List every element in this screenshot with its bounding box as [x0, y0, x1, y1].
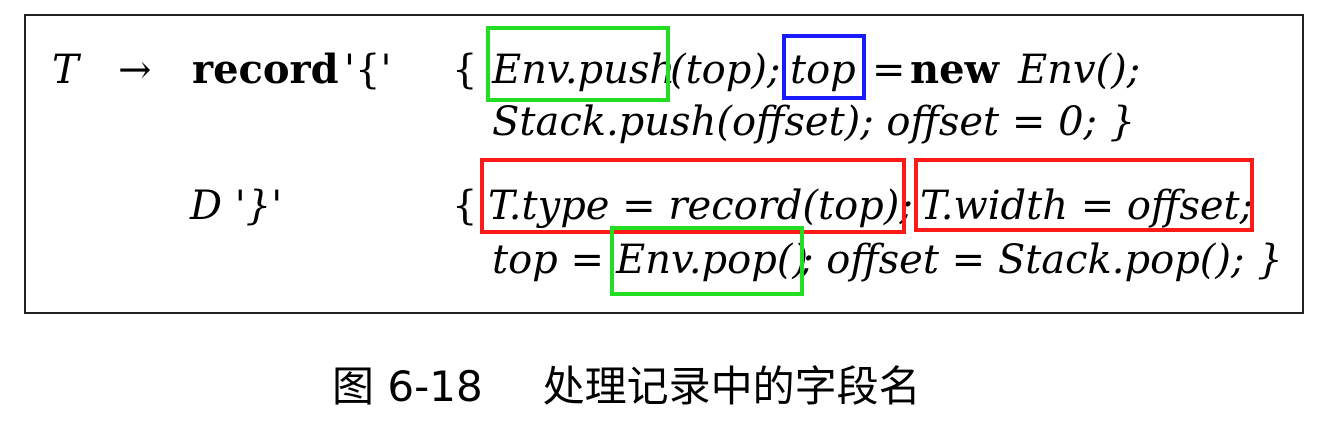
width-assignment: T.width = offset; [920, 183, 1254, 229]
env-constructor: Env(); [1018, 47, 1141, 93]
figure-title: 处理记录中的字段名 [542, 362, 921, 411]
highlight-width-assign [914, 158, 1254, 232]
env-push-call: Env.push [492, 47, 676, 93]
top-assign-prefix: top = [492, 237, 604, 283]
rule2-symbols: D '}' [190, 183, 283, 229]
type-assignment: T.type = record(top); [488, 183, 913, 229]
env-pop-call: Env.pop() [616, 237, 809, 283]
offset-pop-suffix: ; offset = Stack.pop(); } [800, 237, 1283, 283]
highlight-type-assign [480, 158, 906, 234]
nonterminal-T: T [52, 47, 79, 93]
figure-caption: 图 6-18 处理记录中的字段名 [332, 362, 921, 412]
highlight-env-pop [610, 226, 804, 296]
figure-number: 图 6-18 [332, 362, 483, 411]
action2-open-brace: { [452, 183, 478, 229]
keyword-new: new [910, 46, 999, 93]
highlight-top [782, 34, 866, 100]
terminal-open-brace: '{' [344, 47, 392, 93]
production-arrow: → [118, 47, 152, 93]
production-box [24, 14, 1304, 314]
top-variable: top [790, 47, 856, 93]
action-open-brace: { [452, 47, 478, 93]
keyword-record: record [192, 46, 339, 93]
highlight-env-push [486, 26, 670, 102]
assign-sign: = [872, 47, 906, 93]
stack-push-line: Stack.push(offset); offset = 0; } [492, 99, 1136, 145]
env-push-args: (top); [670, 47, 781, 93]
